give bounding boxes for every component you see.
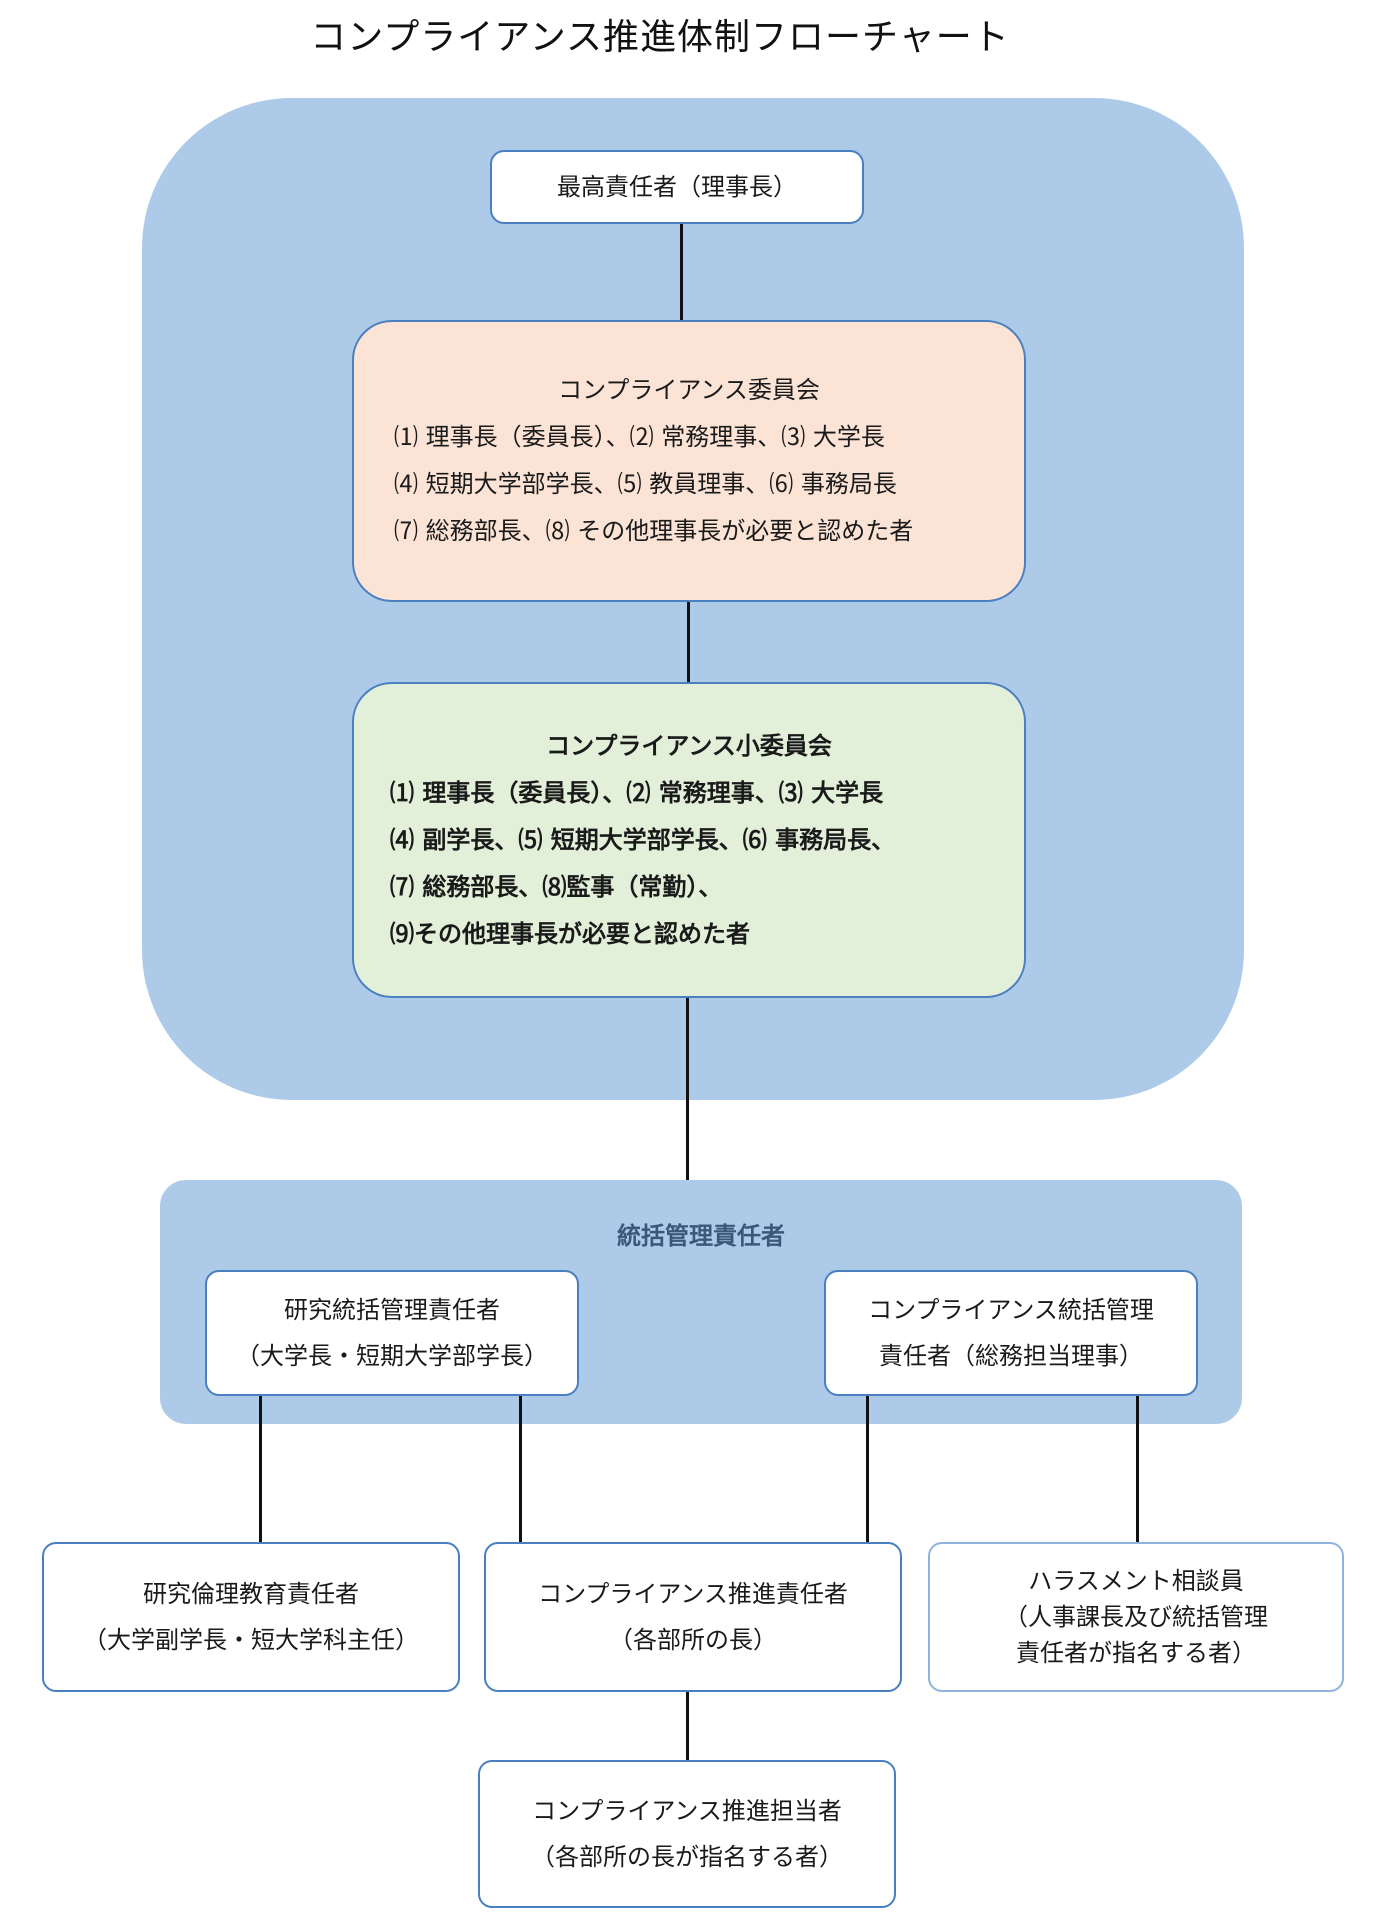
connector-committee-subcommittee — [687, 600, 690, 682]
promotion-officer-box: コンプライアンス推進責任者 （各部所の長） — [484, 1542, 902, 1692]
compliance-supervisor-title: コンプライアンス統括管理 — [868, 1296, 1154, 1324]
promotion-staff-detail: （各部所の長が指名する者） — [531, 1843, 843, 1871]
connector-compliance-promotion — [866, 1396, 869, 1544]
ethics-officer-box: 研究倫理教育責任者 （大学副学長・短大学科主任） — [42, 1542, 460, 1692]
chief-officer-box: 最高責任者（理事長） — [490, 150, 864, 224]
committee-box: コンプライアンス委員会 ⑴ 理事長（委員長）、⑵ 常務理事、⑶ 大学長 ⑷ 短期… — [352, 320, 1026, 602]
promotion-staff-title: コンプライアンス推進担当者 — [532, 1797, 842, 1825]
committee-line: ⑴ 理事長（委員長）、⑵ 常務理事、⑶ 大学長 — [394, 423, 885, 451]
subcommittee-line: ⑷ 副学長、⑸ 短期大学部学長、⑹ 事務局長、 — [390, 825, 896, 854]
compliance-supervisor-box: コンプライアンス統括管理 責任者（総務担当理事） — [824, 1270, 1198, 1396]
committee-heading: コンプライアンス委員会 — [558, 376, 820, 404]
promotion-officer-title: コンプライアンス推進責任者 — [538, 1580, 848, 1608]
subcommittee-line: ⑴ 理事長（委員長）、⑵ 常務理事、⑶ 大学長 — [390, 778, 884, 807]
promotion-officer-detail: （各部所の長） — [609, 1626, 777, 1654]
connector-top-committee — [680, 222, 683, 320]
ethics-officer-detail: （大学副学長・短大学科主任） — [83, 1626, 419, 1654]
harassment-counselor-box: ハラスメント相談員 （人事課長及び統括管理 責任者が指名する者） — [928, 1542, 1344, 1692]
compliance-supervisor-detail: 責任者（総務担当理事） — [879, 1342, 1143, 1370]
harassment-counselor-title: ハラスメント相談員 — [1028, 1567, 1244, 1595]
research-supervisor-detail: （大学長・短期大学部学長） — [236, 1342, 548, 1370]
harassment-counselor-detail: （人事課長及び統括管理 — [1004, 1603, 1268, 1631]
subcommittee-line: ⑼その他理事長が必要と認めた者 — [390, 919, 750, 948]
connector-compliance-harassment — [1136, 1396, 1139, 1544]
connector-subcommittee-supervisors — [686, 995, 689, 1181]
connector-research-ethics — [259, 1396, 262, 1544]
research-supervisor-title: 研究統括管理責任者 — [284, 1296, 500, 1324]
chief-officer-label: 最高責任者（理事長） — [557, 173, 797, 201]
subcommittee-line: ⑺ 総務部長、⑻監事（常勤）、 — [390, 872, 723, 901]
ethics-officer-title: 研究倫理教育責任者 — [143, 1580, 359, 1608]
committee-line: ⑷ 短期大学部学長、⑸ 教員理事、⑹ 事務局長 — [394, 470, 897, 498]
committee-line: ⑺ 総務部長、⑻ その他理事長が必要と認めた者 — [394, 517, 914, 545]
connector-research-promotion — [519, 1396, 522, 1544]
subcommittee-heading: コンプライアンス小委員会 — [546, 731, 832, 760]
supervisors-label: 統括管理責任者 — [617, 1222, 785, 1250]
research-supervisor-box: 研究統括管理責任者 （大学長・短期大学部学長） — [205, 1270, 579, 1396]
harassment-counselor-detail: 責任者が指名する者） — [1016, 1639, 1256, 1667]
promotion-staff-box: コンプライアンス推進担当者 （各部所の長が指名する者） — [478, 1760, 896, 1908]
connector-promotion-staff — [686, 1692, 689, 1762]
page-title: コンプライアンス推進体制フローチャート — [310, 17, 1010, 58]
subcommittee-box: コンプライアンス小委員会 ⑴ 理事長（委員長）、⑵ 常務理事、⑶ 大学長 ⑷ 副… — [352, 682, 1026, 998]
